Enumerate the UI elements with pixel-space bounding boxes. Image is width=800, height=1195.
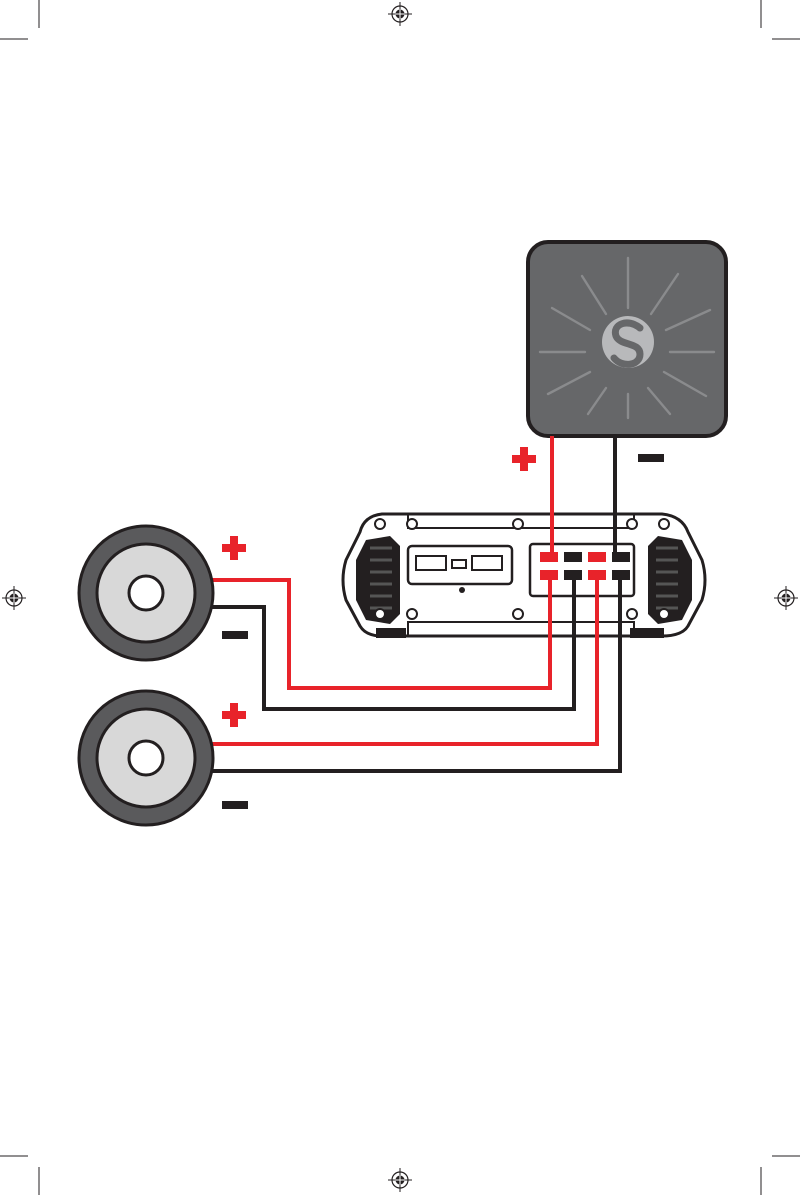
amplifier xyxy=(341,512,707,638)
plus-icon xyxy=(222,703,246,727)
amplifier-left-fin xyxy=(356,536,400,624)
registration-mark-left-icon xyxy=(2,586,26,610)
speaker-2-positive-wire xyxy=(212,576,599,746)
plus-icon xyxy=(512,447,536,471)
minus-icon xyxy=(222,801,248,809)
speaker-2-negative-wire xyxy=(212,576,622,773)
speaker-1 xyxy=(77,524,215,662)
amplifier-terminal-block xyxy=(528,542,636,598)
subwoofer-enclosure xyxy=(526,240,728,438)
s-logo-icon xyxy=(602,316,654,368)
speaker-1-negative-wire xyxy=(210,576,576,711)
minus-icon xyxy=(638,454,664,462)
plus-icon xyxy=(222,536,246,560)
wires xyxy=(210,436,622,773)
registration-mark-right-icon xyxy=(774,586,798,610)
registration-mark-bottom-icon xyxy=(388,1168,412,1192)
registration-mark-top-icon xyxy=(388,2,412,26)
subwoofer-starburst xyxy=(538,256,716,420)
speaker-2 xyxy=(77,689,215,827)
minus-icon xyxy=(222,631,248,639)
amplifier-input-panel xyxy=(406,544,514,593)
amplifier-right-fin xyxy=(648,536,692,624)
amplifier-screw xyxy=(374,518,670,620)
speaker-1-positive-wire xyxy=(210,576,552,690)
